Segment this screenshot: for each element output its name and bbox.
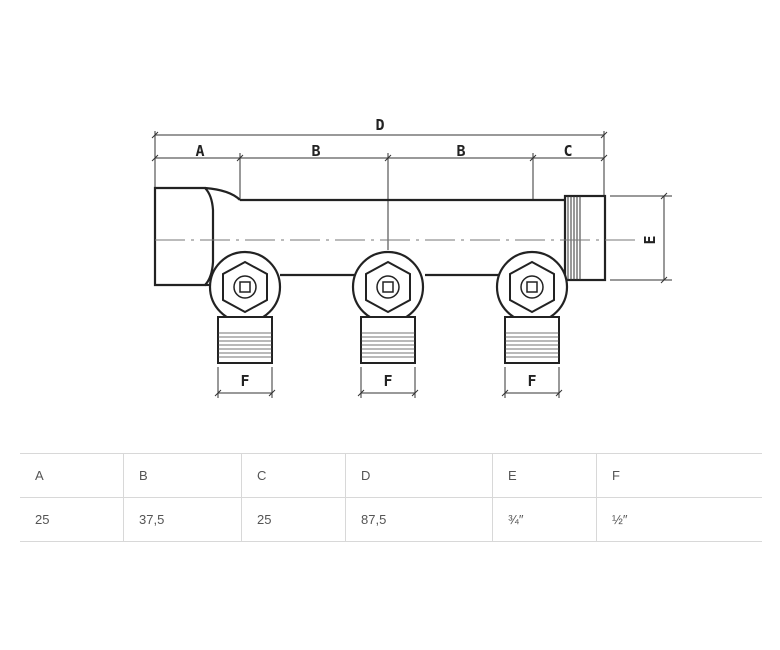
label-f-3: F — [527, 372, 536, 390]
value-cell-e: ¾″ — [492, 497, 597, 542]
label-f-2: F — [383, 372, 392, 390]
branch-outlet-2 — [351, 250, 425, 398]
dimensions-table: A B C D E F 25 37,5 25 87,5 ¾″ ½″ — [20, 453, 762, 542]
label-d: D — [375, 116, 384, 134]
table-header-row: A B C D E F — [20, 453, 762, 498]
header-cell-f: F — [596, 453, 762, 498]
value-cell-c: 25 — [241, 497, 346, 542]
label-f-1: F — [240, 372, 249, 390]
value-cell-d: 87,5 — [345, 497, 493, 542]
label-b-1: B — [311, 142, 320, 160]
manifold-technical-drawing: D A B B C E F F F — [151, 116, 672, 398]
header-cell-e: E — [492, 453, 597, 498]
label-a: A — [195, 142, 204, 160]
dimension-line-e — [610, 192, 672, 284]
value-cell-f: ½″ — [596, 497, 762, 542]
label-c: C — [563, 142, 572, 160]
header-cell-a: A — [20, 453, 124, 498]
value-cell-b: 37,5 — [123, 497, 242, 542]
header-cell-d: D — [345, 453, 493, 498]
header-cell-c: C — [241, 453, 346, 498]
outlet-thread-hatch — [567, 196, 581, 280]
branch-outlets — [208, 250, 569, 398]
label-b-2: B — [456, 142, 465, 160]
table-row: 25 37,5 25 87,5 ¾″ ½″ — [20, 497, 762, 542]
branch-outlet-3 — [495, 250, 569, 398]
value-cell-a: 25 — [20, 497, 124, 542]
label-e: E — [641, 235, 659, 244]
branch-outlet-1 — [208, 250, 282, 398]
header-cell-b: B — [123, 453, 242, 498]
